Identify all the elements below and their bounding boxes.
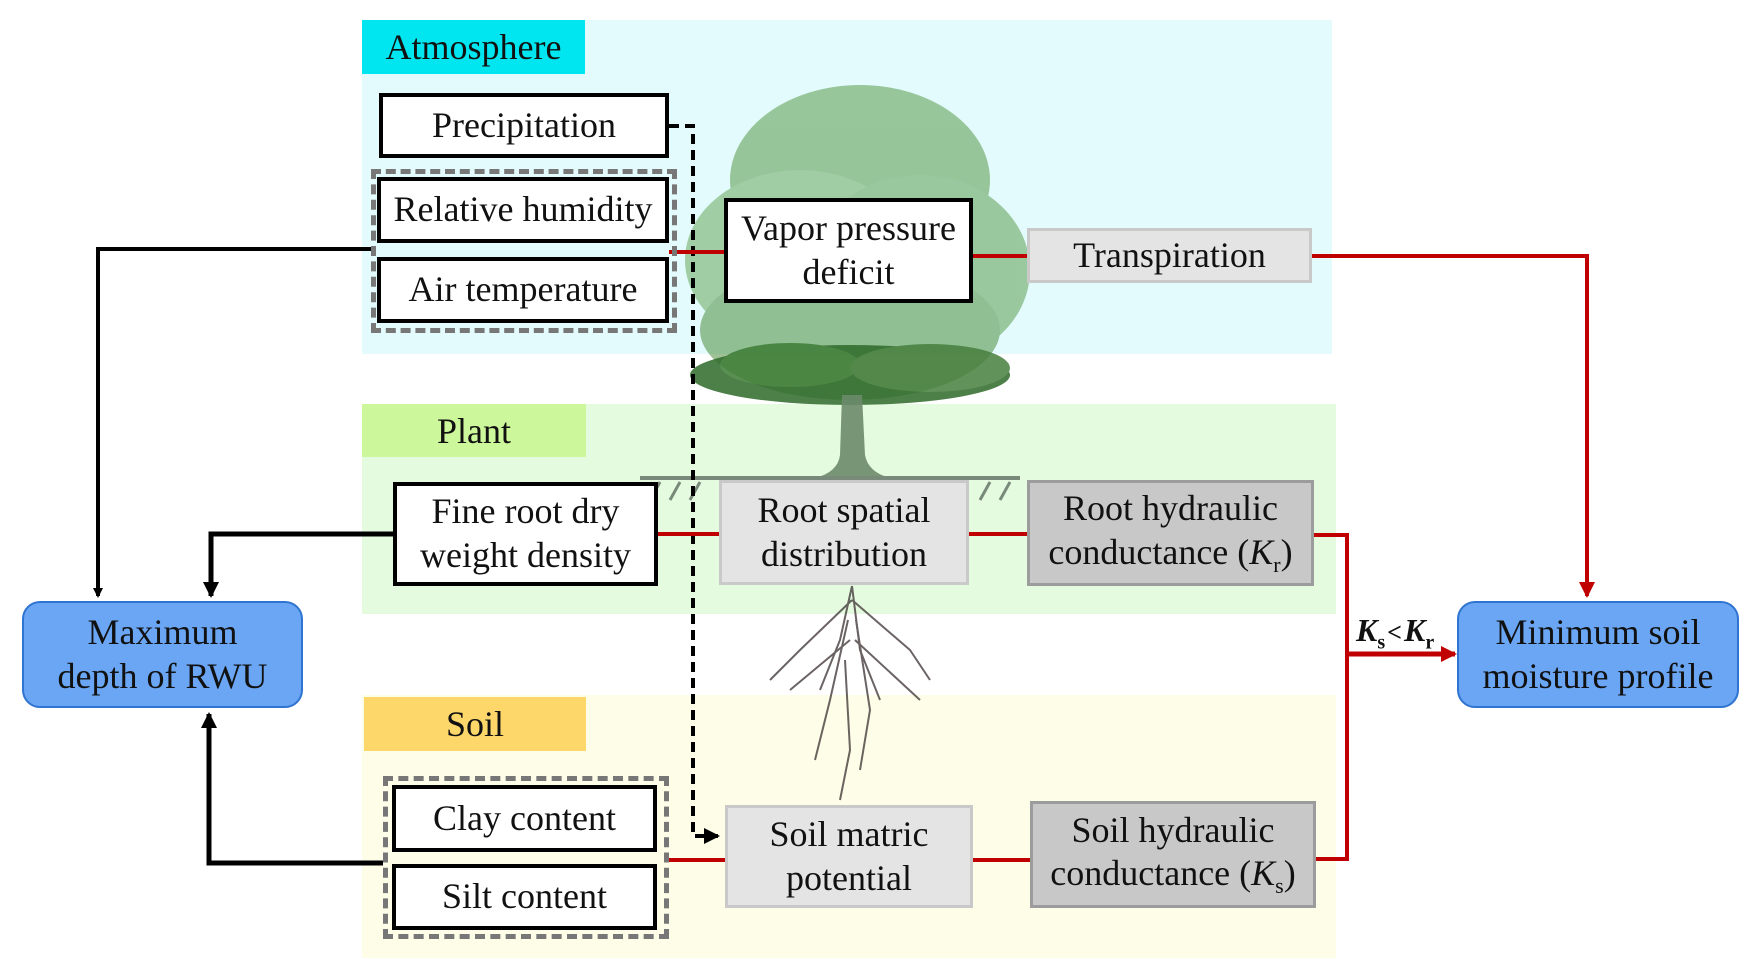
precipitation-node: Precipitation: [379, 93, 669, 158]
root-hydraulic-subscript: r: [1273, 552, 1281, 578]
soil-texture-group: [383, 776, 669, 939]
soil-hydraulic-subscript: s: [1275, 873, 1284, 899]
link-soil-max-depth: [201, 712, 383, 866]
soil-hydraulic-conductance-node: Soil hydraulic conductance (Ks): [1030, 801, 1316, 908]
root-spatial-distribution-node: Root spatial distribution: [719, 480, 969, 585]
vapor-pressure-deficit-node: Vapor pressure deficit: [724, 198, 973, 303]
link-fine-root-max-depth: [203, 531, 393, 598]
soil-matric-label-line2: potential: [786, 857, 912, 898]
soil-hydraulic-label-line2: conductance (Ks): [1050, 852, 1295, 900]
transpiration-label: Transpiration: [1073, 234, 1266, 275]
link-atmosphere-max-depth: [93, 247, 371, 598]
soil-hydraulic-symbol: K: [1251, 853, 1276, 894]
min-soil-label-line2: moisture profile: [1482, 655, 1714, 696]
condition-right-sub: r: [1425, 631, 1435, 654]
air-temperature-label: Air temperature: [408, 269, 638, 310]
root-hydraulic-close: ): [1280, 531, 1293, 572]
root-spatial-label-line2: distribution: [760, 533, 927, 574]
relative-humidity-label: Relative humidity: [393, 189, 653, 230]
vpd-label-line1: Vapor pressure: [741, 207, 956, 248]
vpd-label-line2: deficit: [802, 251, 895, 292]
fine-root-density-node: Fine root dry weight density: [393, 482, 658, 586]
maximum-depth-rwu-node: Maximum depth of RWU: [22, 601, 303, 708]
condition-left: K: [1356, 612, 1378, 648]
link-transpiration-min-soil: [1312, 254, 1595, 598]
link-root-hydraulic-junction: [1314, 533, 1349, 859]
clay-content-node: Clay content: [392, 785, 657, 852]
soil-matric-potential-node: Soil matric potential: [725, 805, 973, 908]
max-depth-label-line1: Maximum: [87, 611, 238, 652]
plant-label: Plant: [362, 404, 586, 457]
precipitation-label: Precipitation: [432, 104, 616, 145]
soil-hydraulic-close: ): [1283, 853, 1296, 894]
root-spatial-label-line1: Root spatial: [757, 489, 931, 530]
min-soil-label-line1: Minimum soil: [1495, 611, 1701, 652]
fine-root-label-line1: Fine root dry: [431, 491, 620, 532]
relative-humidity-node: Relative humidity: [377, 177, 669, 243]
root-hydraulic-text: conductance (: [1048, 531, 1250, 572]
silt-label: Silt content: [442, 876, 607, 917]
clay-label: Clay content: [433, 797, 616, 838]
condition-right: K: [1403, 612, 1426, 648]
soil-hydraulic-label-line1: Soil hydraulic: [1071, 809, 1275, 850]
root-hydraulic-label-line2: conductance (Kr): [1048, 531, 1292, 579]
conductance-condition-label: Ks<Kr: [1356, 612, 1434, 654]
root-hydraulic-conductance-node: Root hydraulic conductance (Kr): [1027, 480, 1314, 586]
soil-matric-label-line1: Soil matric: [769, 813, 929, 854]
minimum-soil-moisture-node: Minimum soil moisture profile: [1457, 601, 1739, 708]
root-hydraulic-label-line1: Root hydraulic: [1063, 488, 1278, 529]
soil-label: Soil: [364, 697, 586, 751]
silt-content-node: Silt content: [392, 864, 657, 930]
soil-hydraulic-text: conductance (: [1050, 853, 1252, 894]
condition-operator: <: [1387, 618, 1402, 647]
fine-root-label-line2: weight density: [420, 535, 631, 575]
atmosphere-climate-group: [371, 169, 677, 333]
atmosphere-label: Atmosphere: [362, 20, 585, 74]
air-temperature-node: Air temperature: [377, 257, 669, 323]
max-depth-label-line2: depth of RWU: [57, 655, 268, 696]
transpiration-node: Transpiration: [1027, 228, 1312, 283]
root-hydraulic-symbol: K: [1249, 531, 1274, 572]
condition-left-sub: s: [1377, 631, 1386, 654]
